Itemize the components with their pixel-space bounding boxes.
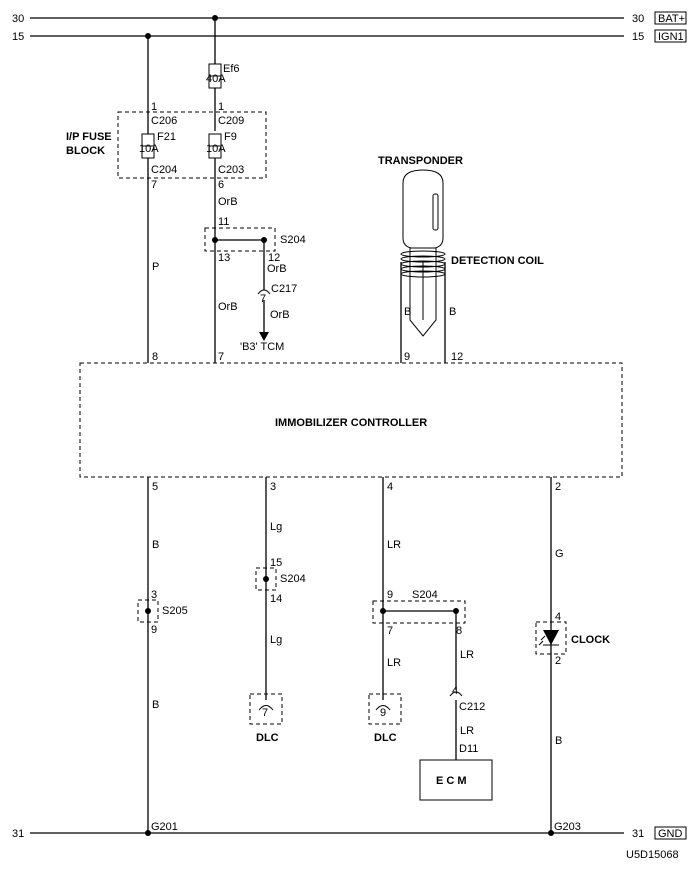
- splice-s204-b: S204: [280, 573, 306, 585]
- wire-lr-label-4: LR: [460, 725, 474, 737]
- pin-controller-4: 4: [387, 481, 393, 493]
- tcm-reference: 'B3' TCM: [240, 341, 284, 353]
- connector-c204: C204: [151, 164, 177, 176]
- fuse-ef6-rating: 40A: [206, 73, 226, 85]
- pin-s204-9: 9: [387, 589, 393, 601]
- wire-b-clock-label: B: [555, 735, 562, 747]
- dlc-label-2: DLC: [374, 732, 397, 744]
- rail-bat-number-right: 30: [632, 13, 644, 25]
- pin-s204-8: 8: [456, 625, 462, 637]
- pin-s204-11: 11: [218, 216, 229, 228]
- rail-gnd-number-right: 31: [632, 828, 644, 840]
- pin-s205-9: 9: [151, 624, 157, 636]
- wire-b-low-label: B: [152, 699, 159, 711]
- immobilizer-controller: IMMOBILIZER CONTROLLER: [79, 362, 623, 478]
- fuse-f21-rating: 10A: [139, 143, 159, 155]
- fuse-f21-name: F21: [157, 131, 176, 143]
- wire-p-label: P: [152, 261, 159, 273]
- splice-s205: S205: [162, 605, 188, 617]
- fuse-ef6-name: Ef6: [223, 63, 240, 75]
- rail-gnd-label: GND: [658, 828, 683, 840]
- fuse-ef6: Ef6 40A: [206, 18, 240, 131]
- pin-s204-12: 12: [268, 252, 280, 264]
- pin-controller-8: 8: [152, 351, 158, 363]
- pin-controller-3: 3: [270, 481, 276, 493]
- pin-s204-7: 7: [387, 625, 393, 637]
- pin-s204-14: 14: [270, 593, 282, 605]
- rail-ign: 15 15 IGN1: [12, 29, 687, 43]
- pin-c212-4: 4: [452, 685, 458, 697]
- wire-orb: OrB 11 13 12 S204 OrB 7 C217 OrB 'B3' TC…: [204, 158, 306, 363]
- circuit-dlc-ecm: 4 LR 9 S204 7 8 LR 9 DLC LR 4 C212 LR D1…: [368, 477, 493, 801]
- pin-c209-1: 1: [218, 101, 224, 113]
- detection-coil-label: DETECTION COIL: [451, 255, 544, 267]
- transponder-key: TRANSPONDER DETECTION COIL B B 9 12: [378, 155, 544, 363]
- connector-c203: C203: [218, 164, 244, 176]
- pin-dlc-9: 9: [380, 707, 386, 719]
- fuse-f9-name: F9: [224, 131, 237, 143]
- pin-controller-7: 7: [218, 351, 224, 363]
- circuit-dlc-1: 3 Lg 15 14 S204 Lg 7 DLC: [249, 477, 306, 744]
- ground-g201: G201: [151, 821, 178, 833]
- splice-s204-a: S204: [280, 234, 306, 246]
- connector-d11: D11: [459, 743, 478, 755]
- rail-bat-label: BAT+: [658, 13, 685, 25]
- pin-c203-6: 6: [218, 179, 224, 191]
- wire-lg-label-1: Lg: [270, 521, 282, 533]
- fuse-block-label-2: BLOCK: [66, 145, 105, 157]
- pin-s204-15: 15: [270, 557, 282, 569]
- connector-c212: C212: [459, 701, 485, 713]
- rail-gnd: 31 31 GND: [12, 826, 687, 840]
- pin-c217-7: 7: [260, 293, 266, 305]
- fuse-block-label-1: I/P FUSE: [66, 131, 112, 143]
- pin-dlc-7: 7: [262, 707, 268, 719]
- pin-s204-13: 13: [218, 252, 230, 264]
- wire-g-label: G: [555, 548, 564, 560]
- wire-orb-label-2: OrB: [267, 263, 287, 275]
- diagram-code: U5D15068: [626, 849, 679, 861]
- pin-controller-2: 2: [555, 481, 561, 493]
- wire-p: P 8: [147, 158, 159, 363]
- wire-b-label: B: [152, 539, 159, 551]
- rail-ign-number-left: 15: [12, 31, 24, 43]
- wire-b-right-label: B: [449, 306, 456, 318]
- ground-g203: G203: [554, 821, 581, 833]
- ip-fuse-block: I/P FUSE BLOCK 1 1 C206 C209 F21 10A F9 …: [66, 36, 267, 191]
- pin-controller-9: 9: [404, 351, 410, 363]
- pin-s205-3: 3: [151, 589, 157, 601]
- connector-c206: C206: [151, 115, 177, 127]
- pin-c204-7: 7: [151, 179, 157, 191]
- pin-controller-5: 5: [152, 481, 158, 493]
- fuse-f9-rating: 10A: [206, 143, 226, 155]
- circuit-ground-left: 5 B 3 9 S205 B G201: [137, 477, 188, 833]
- pin-clock-2: 2: [555, 655, 561, 667]
- rail-gnd-number-left: 31: [12, 828, 24, 840]
- controller-label: IMMOBILIZER CONTROLLER: [275, 417, 427, 429]
- clock-label: CLOCK: [571, 634, 610, 646]
- dlc-label-1: DLC: [256, 732, 279, 744]
- wire-lr-label-1: LR: [387, 539, 401, 551]
- rail-bat-number-left: 30: [12, 13, 24, 25]
- circuit-clock: 2 G 4 2 CLOCK B G203: [535, 477, 610, 836]
- wire-orb-label-3: OrB: [270, 309, 290, 321]
- wire-lg-label-2: Lg: [270, 634, 282, 646]
- pin-c206-1: 1: [151, 101, 157, 113]
- transponder-label: TRANSPONDER: [378, 155, 463, 167]
- rail-ign-number-right: 15: [632, 31, 644, 43]
- wire-lr-label-2: LR: [387, 657, 401, 669]
- ecm-label: E C M: [436, 775, 467, 787]
- connector-c209: C209: [218, 115, 244, 127]
- rail-bat: 30 30 BAT+: [12, 11, 687, 25]
- pin-controller-12: 12: [451, 351, 463, 363]
- wire-lr-label-3: LR: [460, 649, 474, 661]
- rail-ign-label: IGN1: [658, 31, 684, 43]
- pin-clock-4: 4: [555, 611, 561, 623]
- wire-orb-label-1: OrB: [218, 196, 238, 208]
- wire-b-left-label: B: [404, 306, 411, 318]
- connector-c217: C217: [271, 283, 297, 295]
- splice-s204-c: S204: [412, 589, 438, 601]
- wire-orb-label-4: OrB: [218, 301, 238, 313]
